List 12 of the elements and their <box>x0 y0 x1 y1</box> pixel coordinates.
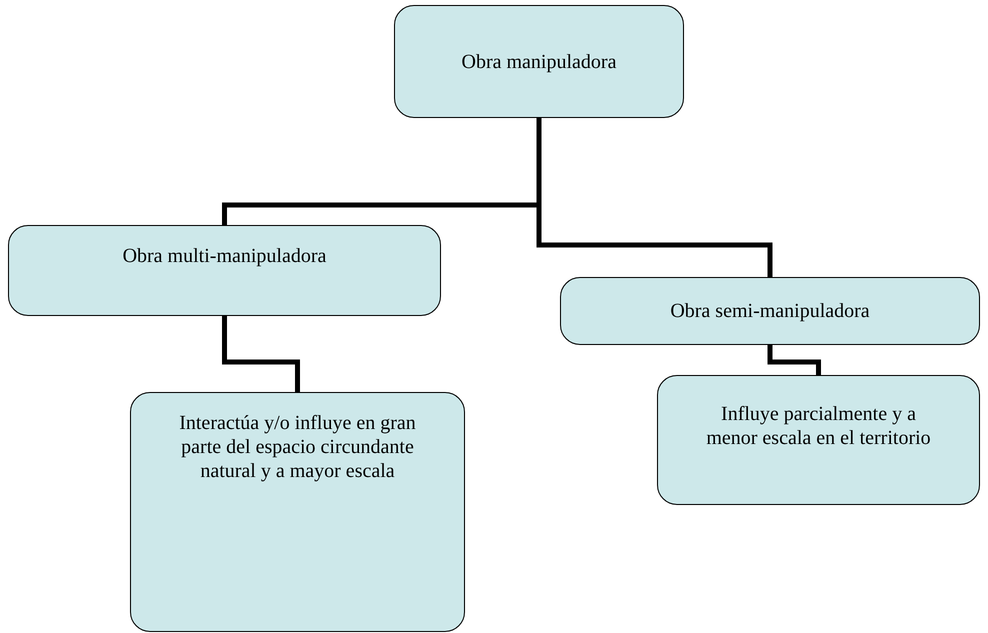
rounded-box <box>657 375 980 505</box>
box-text: Interactúa y/o influye en gran parte del espacio circundante natural y a mayor escala <box>178 411 417 483</box>
rounded-box <box>8 225 441 316</box>
box-text: Obra semi-manipuladora <box>670 299 870 323</box>
rounded-box <box>130 392 465 632</box>
rounded-box <box>560 277 980 345</box>
connector-line <box>222 316 300 392</box>
box-text: Obra multi-manipuladora <box>122 244 326 268</box>
box-text: Influye parcialmente y a menor escala en el territorio <box>705 402 932 450</box>
box-text: Obra manipuladora <box>462 50 616 74</box>
connector-line <box>768 345 821 375</box>
rounded-box <box>394 5 684 118</box>
